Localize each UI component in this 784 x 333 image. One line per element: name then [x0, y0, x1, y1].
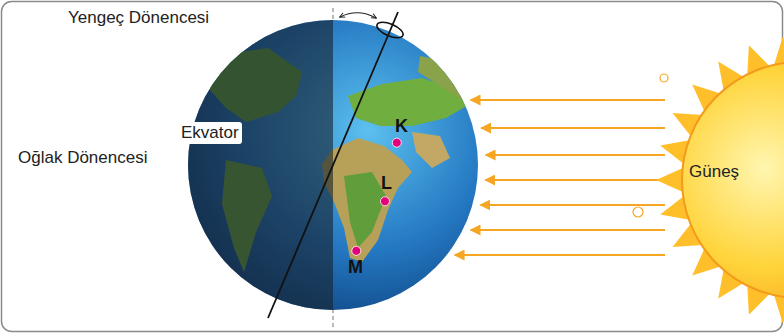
- continent: [418, 56, 485, 104]
- earth-axis: [268, 12, 405, 318]
- sun-core: [682, 62, 784, 298]
- sun-node: Güneş: [655, 35, 784, 325]
- point-label: M: [348, 256, 363, 278]
- sun-ray: [485, 179, 665, 181]
- point-label: K: [395, 115, 408, 137]
- continent: [412, 132, 450, 168]
- latitude-lines: [145, 0, 518, 333]
- sun-ray: [481, 127, 665, 129]
- continent: [344, 172, 386, 248]
- sun-ray: [480, 204, 665, 206]
- night-side: [188, 20, 333, 310]
- tilt-arrow: [340, 13, 376, 18]
- sun-ray: [455, 254, 665, 256]
- location-dot: [380, 197, 389, 206]
- equator-label: Ekvator: [178, 122, 242, 144]
- sun-ray: [471, 99, 665, 101]
- point-label: L: [381, 172, 392, 194]
- rotation-ring: [375, 19, 405, 41]
- axis-line: [268, 12, 398, 318]
- continent: [322, 138, 412, 262]
- point-dots: [352, 138, 401, 255]
- sun-ray: [486, 154, 665, 156]
- tropic-label: Yengeç Dönencesi: [68, 7, 209, 29]
- sun-ray: [471, 229, 665, 231]
- sun-spikes: [656, 37, 784, 323]
- sparkle: [633, 207, 643, 217]
- location-dot: [352, 246, 361, 255]
- tropic-label: Oğlak Dönencesi: [18, 147, 147, 169]
- sparkle: [660, 74, 668, 82]
- sun-rays: [455, 100, 665, 255]
- location-dot: [392, 138, 401, 147]
- sun-label: Güneş: [689, 161, 739, 183]
